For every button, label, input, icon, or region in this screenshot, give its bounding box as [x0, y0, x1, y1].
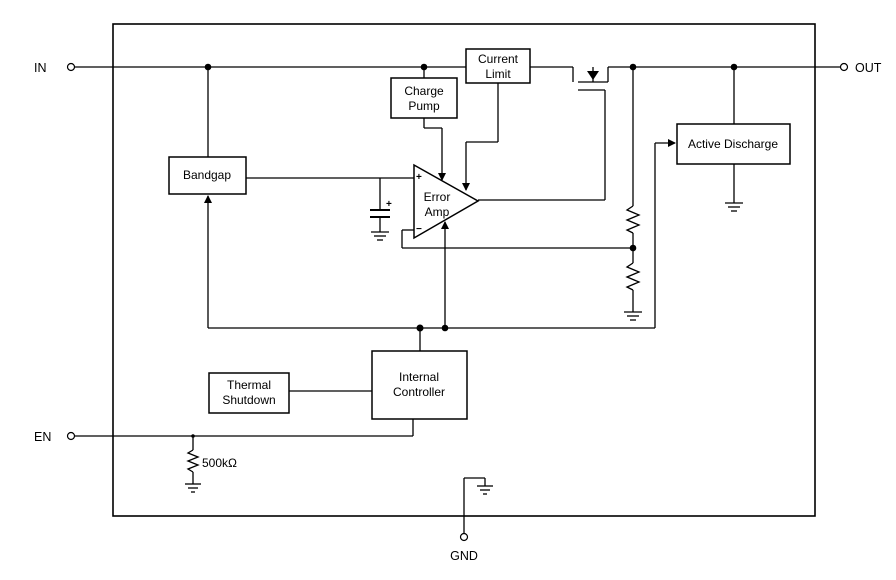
en-wire [75, 419, 414, 437]
svg-text:Charge: Charge [404, 84, 444, 98]
error-amp: Error Amp + − [413, 163, 480, 240]
en-pin-label: EN [34, 430, 51, 444]
svg-text:Pump: Pump [408, 99, 440, 113]
charge-pump-block: Charge Pump [390, 77, 458, 119]
svg-text:Shutdown: Shutdown [222, 393, 275, 407]
feedback-divider [624, 67, 642, 321]
current-limit-wire [462, 83, 499, 191]
en-pin-terminal[interactable] [66, 431, 76, 441]
svg-text:Internal: Internal [399, 370, 439, 384]
control-bus [204, 139, 676, 351]
pulldown-resistor-label: 500kΩ [202, 456, 237, 470]
out-pin-terminal[interactable] [839, 62, 849, 72]
active-discharge-block: Active Discharge [676, 123, 791, 165]
gnd-pin-label: GND [450, 549, 478, 563]
internal-controller-block: Internal Controller [371, 350, 468, 420]
in-pin-label: IN [34, 61, 47, 75]
svg-text:Amp: Amp [425, 205, 450, 219]
chip-outline [112, 23, 816, 517]
gnd-pin-terminal[interactable] [459, 532, 469, 542]
svg-text:+: + [386, 199, 392, 210]
in-pin-terminal[interactable] [66, 62, 76, 72]
out-pin-label: OUT [855, 61, 882, 75]
discharge-ground [725, 164, 743, 212]
pass-mosfet [478, 67, 609, 201]
reference-capacitor [370, 178, 390, 241]
en-pulldown-resistor [185, 436, 201, 493]
charge-pump-wire [423, 118, 446, 181]
svg-text:Controller: Controller [393, 385, 445, 399]
current-limit-block: Current Limit [465, 48, 531, 84]
svg-text:−: − [416, 224, 422, 235]
svg-text:Error: Error [424, 190, 451, 204]
svg-text:Active Discharge: Active Discharge [688, 137, 778, 151]
svg-text:Thermal: Thermal [227, 378, 271, 392]
svg-text:Bandgap: Bandgap [183, 168, 231, 182]
svg-text:Current: Current [478, 52, 519, 66]
gnd-wire [463, 477, 493, 533]
svg-text:+: + [416, 172, 422, 183]
svg-text:Limit: Limit [485, 67, 511, 81]
thermal-shutdown-block: Thermal Shutdown [208, 372, 290, 414]
feedback-wire [401, 229, 633, 249]
bandgap-block: Bandgap [168, 156, 247, 195]
